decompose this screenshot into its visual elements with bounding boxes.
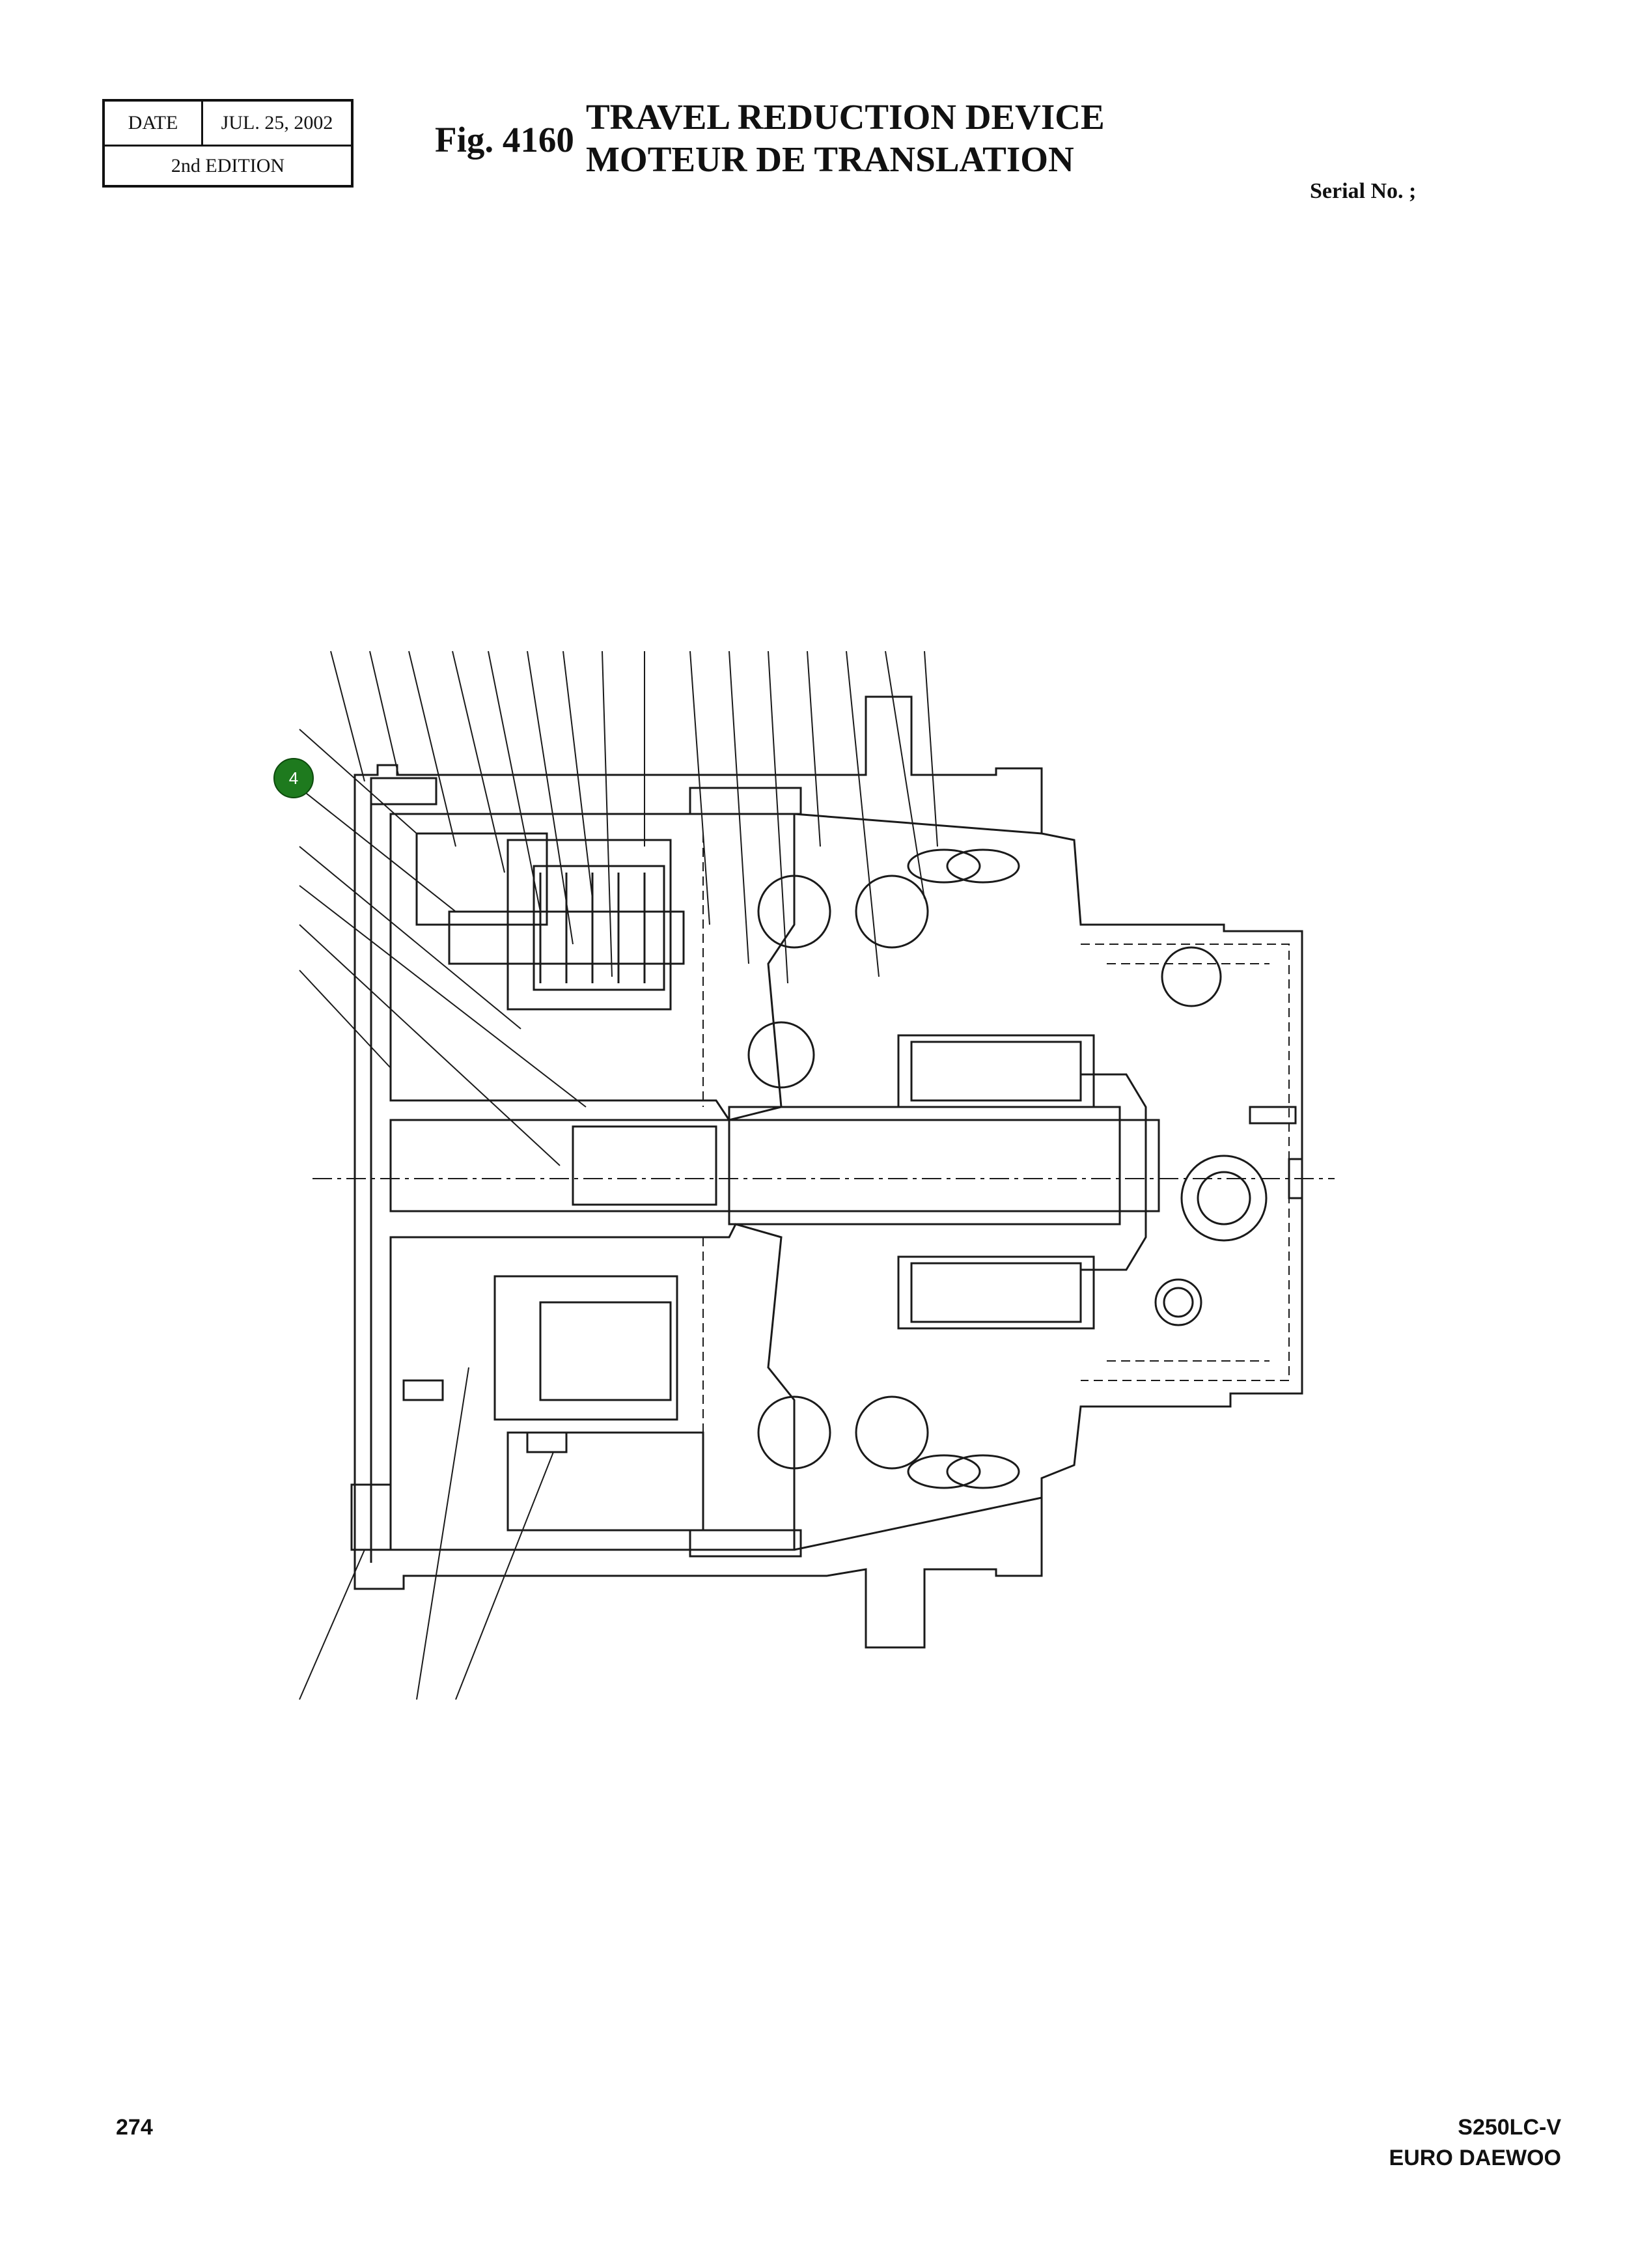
bearings xyxy=(747,848,1268,1489)
planetary-gears-bottom xyxy=(493,1275,704,1532)
bolts xyxy=(350,777,1303,1558)
motor-pistons xyxy=(897,1034,1147,1330)
title-english: TRAVEL REDUCTION DEVICE xyxy=(586,97,1105,137)
callout-4 xyxy=(273,758,314,798)
date-row: DATE JUL. 25, 2002 xyxy=(105,102,351,147)
date-value: JUL. 25, 2002 xyxy=(221,112,333,133)
model-code: S250LC-V xyxy=(1458,2115,1561,2140)
callout-4-label: 4 xyxy=(288,768,299,788)
main-shaft xyxy=(312,1106,1335,1225)
date-label: DATE xyxy=(105,102,203,145)
planetary-gears-top xyxy=(415,832,685,1011)
serial-number-label: Serial No. ; xyxy=(1310,179,1417,203)
bottom-leader-lines xyxy=(299,1367,554,1700)
edition-label: 2nd EDITION xyxy=(171,154,285,176)
manufacturer: EURO DAEWOO xyxy=(1389,2146,1561,2170)
title-french: MOTEUR DE TRANSLATION xyxy=(586,139,1074,179)
left-leader-lines xyxy=(299,729,587,1166)
figure-number: Fig. 4160 xyxy=(435,120,574,160)
page-number: 274 xyxy=(116,2115,153,2140)
hidden-lines xyxy=(702,833,1290,1524)
date-edition-box: DATE JUL. 25, 2002 2nd EDITION xyxy=(102,99,354,188)
